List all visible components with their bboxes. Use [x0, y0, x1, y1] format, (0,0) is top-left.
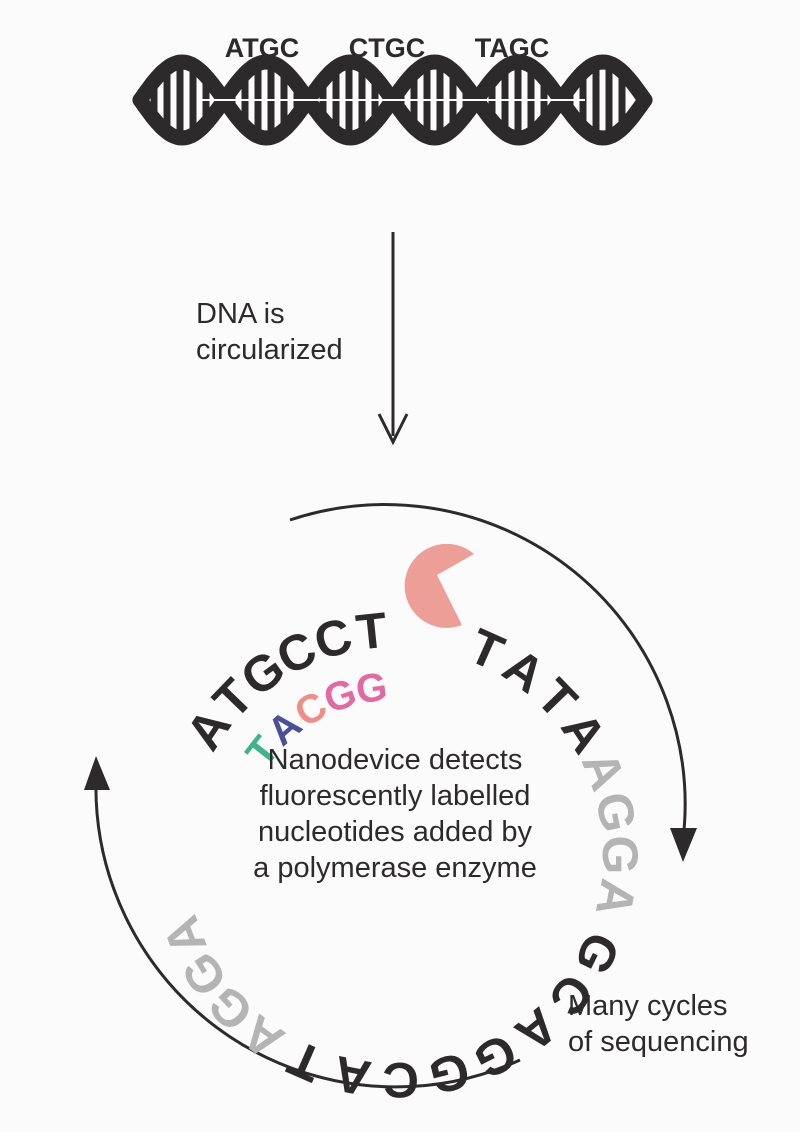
- polymerase-pacman-icon: [404, 543, 474, 628]
- sequence-letter: A: [585, 875, 647, 921]
- sequence-letter: T: [353, 602, 389, 661]
- circularized-label-line-1: DNA is: [196, 298, 285, 330]
- sequence-letter: G: [585, 788, 647, 837]
- helix-label-1: ATGC: [225, 33, 300, 63]
- sequence-letter: T: [280, 1030, 330, 1094]
- helix-labels: ATGC CTGC TAGC: [225, 33, 550, 63]
- sequence-letter: G: [424, 1041, 475, 1105]
- nanodevice-label-line-1: Nanodevice detects: [267, 744, 523, 776]
- nanodevice-label-line-3: nucleotides added by: [257, 816, 533, 848]
- down-arrow-icon: [377, 232, 409, 446]
- sequence-letter: C: [382, 1051, 420, 1108]
- cycles-label-line-1: Many cycles: [568, 990, 728, 1022]
- cycles-label-line-2: of sequencing: [568, 1026, 749, 1058]
- cycle-arrow-icon: [84, 503, 697, 1089]
- dna-helix-icon: [132, 54, 653, 146]
- circularized-label: DNA is circularized: [196, 296, 343, 368]
- nanodevice-label-line-4: a polymerase enzyme: [253, 852, 537, 884]
- complement-letter: G: [353, 665, 390, 713]
- sequence-letter: G: [592, 836, 648, 875]
- sequence-letter: A: [329, 1045, 375, 1107]
- circularized-label-line-2: circularized: [196, 334, 343, 366]
- helix-label-2: CTGC: [349, 33, 426, 63]
- nanodevice-label: Nanodevice detects fluorescently labelle…: [230, 742, 560, 886]
- nanodevice-label-line-2: fluorescently labelled: [259, 780, 531, 812]
- sequencing-cycles-label: Many cycles of sequencing: [568, 988, 749, 1060]
- helix-label-3: TAGC: [475, 33, 550, 63]
